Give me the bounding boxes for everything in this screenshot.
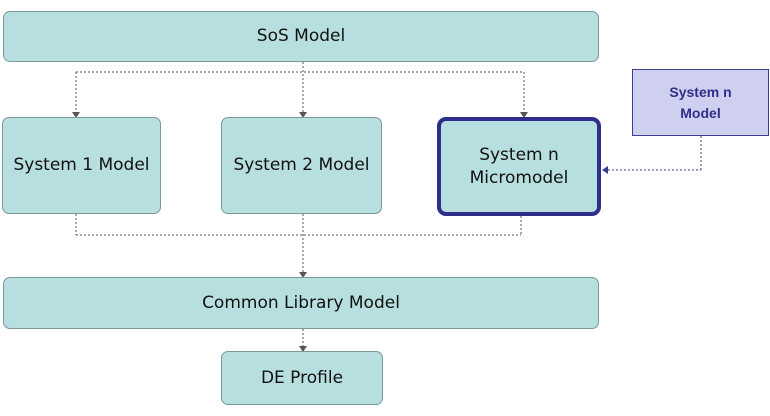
common-library-model-box[interactable]: Common Library Model — [3, 277, 599, 329]
arrowhead-micromodel — [602, 166, 608, 174]
arrowhead-system1 — [72, 112, 80, 118]
de-profile-label: DE Profile — [260, 367, 344, 388]
arrowhead-systemn — [520, 112, 528, 118]
sos-model-box[interactable]: SoS Model — [3, 11, 599, 62]
system-n-micromodel-box[interactable]: System n Micromodel — [437, 117, 601, 216]
system2-model-box[interactable]: System 2 Model — [221, 117, 382, 214]
system2-model-label: System 2 Model — [233, 155, 370, 176]
system-n-micromodel-label: System n Micromodel — [469, 144, 569, 188]
arrowhead-profile — [299, 346, 307, 352]
common-library-model-label: Common Library Model — [202, 292, 400, 313]
system-n-model-label: System n Model — [669, 84, 732, 121]
de-profile-box[interactable]: DE Profile — [221, 351, 383, 405]
system1-model-label: System 1 Model — [13, 155, 150, 176]
arrowhead-system2 — [299, 112, 307, 118]
system-n-model-box[interactable]: System n Model — [632, 69, 769, 136]
sos-model-label: SoS Model — [256, 26, 346, 47]
system1-model-box[interactable]: System 1 Model — [2, 117, 161, 214]
arrowhead-library — [299, 272, 307, 278]
